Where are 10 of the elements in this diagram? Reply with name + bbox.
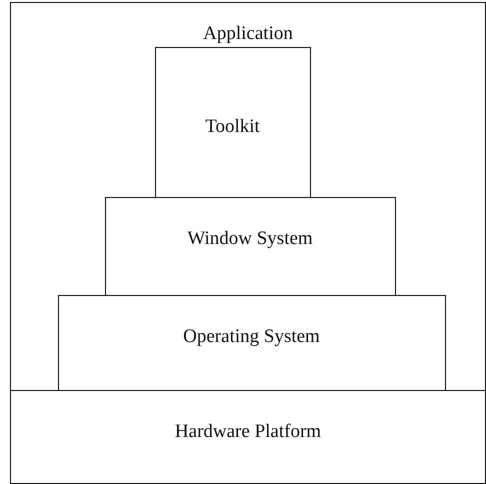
window-system-layer-box: [104, 196, 396, 296]
application-layer-box: [10, 2, 486, 392]
hardware-platform-layer-box: [10, 390, 486, 484]
layer-label: Operating System: [182, 326, 321, 348]
layer-label: Toolkit: [204, 116, 261, 138]
layer-label: Window System: [186, 228, 314, 250]
layer-label: Hardware Platform: [174, 421, 322, 443]
toolkit-layer-box: [154, 46, 310, 198]
operating-system-layer-box: [58, 294, 446, 392]
layer-label: Application: [202, 23, 294, 45]
